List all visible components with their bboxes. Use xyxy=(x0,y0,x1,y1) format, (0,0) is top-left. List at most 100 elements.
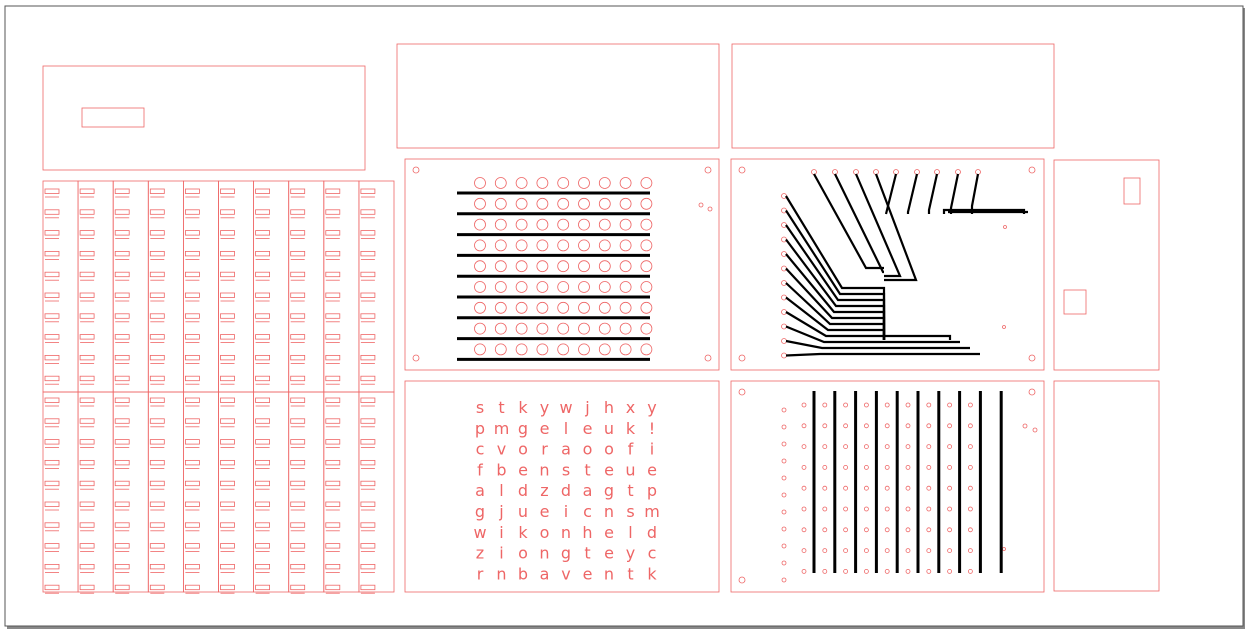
key-slot xyxy=(114,292,130,298)
matrix-hole xyxy=(578,239,590,252)
strip-hole xyxy=(781,458,787,464)
matrix-hole xyxy=(515,260,528,273)
matrix-hole xyxy=(536,177,549,189)
key-slot xyxy=(360,480,376,487)
strip-hole xyxy=(822,402,828,408)
key-slot xyxy=(325,397,341,403)
matrix-hole xyxy=(494,301,507,314)
matrix-hole xyxy=(557,218,570,231)
matrix-hole xyxy=(578,260,590,273)
strip-hole xyxy=(905,464,911,470)
grid-letter: ! xyxy=(649,419,655,438)
trace xyxy=(927,173,939,214)
key-slot xyxy=(255,564,271,570)
mount-hole xyxy=(704,166,712,174)
key-slot xyxy=(114,501,130,507)
matrix-hole xyxy=(578,218,590,231)
strip-hole xyxy=(781,441,787,447)
key-slot xyxy=(184,397,200,403)
grid-letter: o xyxy=(583,440,593,459)
grid-letter: d xyxy=(518,481,528,500)
key-slot xyxy=(360,459,376,466)
grid-letter: s xyxy=(562,460,570,479)
matrix-hole xyxy=(494,281,507,293)
key-slot xyxy=(79,250,95,257)
strip-hole xyxy=(781,492,787,498)
key-slot xyxy=(255,313,271,319)
key-slot xyxy=(325,188,341,194)
grid-letter: d xyxy=(561,481,571,500)
key-slot xyxy=(44,480,60,487)
grid-letter: e xyxy=(540,502,550,521)
matrix-hole xyxy=(619,301,632,314)
key-slot xyxy=(255,292,271,298)
key-slot xyxy=(325,313,341,319)
key-slot xyxy=(44,584,60,591)
key-rack-column xyxy=(358,391,395,593)
strip-hole xyxy=(843,527,848,533)
grid-letter: e xyxy=(604,460,614,479)
key-slot xyxy=(325,584,341,591)
key-slot xyxy=(184,480,200,487)
key-slot xyxy=(44,250,60,257)
matrix-hole xyxy=(557,239,570,252)
matrix-hole xyxy=(557,177,570,189)
strip-hole xyxy=(822,548,828,553)
key-slot xyxy=(290,522,306,528)
strip-hole xyxy=(822,423,828,429)
grid-letter: e xyxy=(518,460,528,479)
grid-letter: p xyxy=(475,419,485,438)
top-blank-panel-2 xyxy=(731,43,1055,149)
strip-hole xyxy=(781,543,787,549)
grid-letter: e xyxy=(604,544,614,563)
key-slot xyxy=(255,375,271,382)
strip-hole xyxy=(884,402,890,408)
grid-letter: n xyxy=(539,460,549,479)
grid-letter: t xyxy=(584,460,590,479)
hole-matrix-panel xyxy=(404,158,720,371)
grid-letter: i xyxy=(650,440,654,459)
key-slot xyxy=(79,354,95,361)
strip-hole xyxy=(843,464,848,470)
matrix-hole xyxy=(474,177,486,189)
strip-hole xyxy=(968,569,973,574)
grid-letter: v xyxy=(497,440,506,459)
matrix-hole xyxy=(515,197,528,210)
grid-letter: n xyxy=(539,544,549,563)
key-slot xyxy=(255,522,271,528)
strip-hole xyxy=(884,423,890,429)
grid-letter: z xyxy=(540,481,548,500)
matrix-hole xyxy=(536,343,549,356)
grid-letter: k xyxy=(518,398,528,417)
key-slot xyxy=(114,354,130,361)
matrix-hole xyxy=(494,260,507,273)
trace xyxy=(785,325,960,344)
strip-hole xyxy=(864,548,869,553)
key-slot xyxy=(44,397,60,403)
key-slot xyxy=(290,271,306,278)
grid-letter: e xyxy=(647,460,657,479)
key-slot xyxy=(325,209,341,215)
key-slot xyxy=(290,397,306,403)
key-slot xyxy=(79,334,95,340)
strip-hole xyxy=(968,548,973,553)
grid-letter: r xyxy=(477,564,484,583)
matrix-hole xyxy=(598,343,611,356)
key-slot xyxy=(360,188,376,194)
top-left-panel xyxy=(42,65,366,171)
key-slot xyxy=(79,230,95,236)
strip-hole xyxy=(801,506,807,512)
grid-letter: a xyxy=(475,481,485,500)
strip-hole xyxy=(947,423,952,429)
key-slot xyxy=(149,250,165,257)
matrix-hole xyxy=(578,322,590,335)
small-hole xyxy=(1032,427,1038,433)
mount-hole xyxy=(412,166,420,174)
key-slot xyxy=(255,543,271,549)
key-slot xyxy=(44,564,60,570)
mount-hole xyxy=(412,354,420,362)
key-slot xyxy=(114,271,130,278)
key-slot xyxy=(220,439,235,445)
key-slot xyxy=(44,354,60,361)
key-slot xyxy=(149,459,165,466)
